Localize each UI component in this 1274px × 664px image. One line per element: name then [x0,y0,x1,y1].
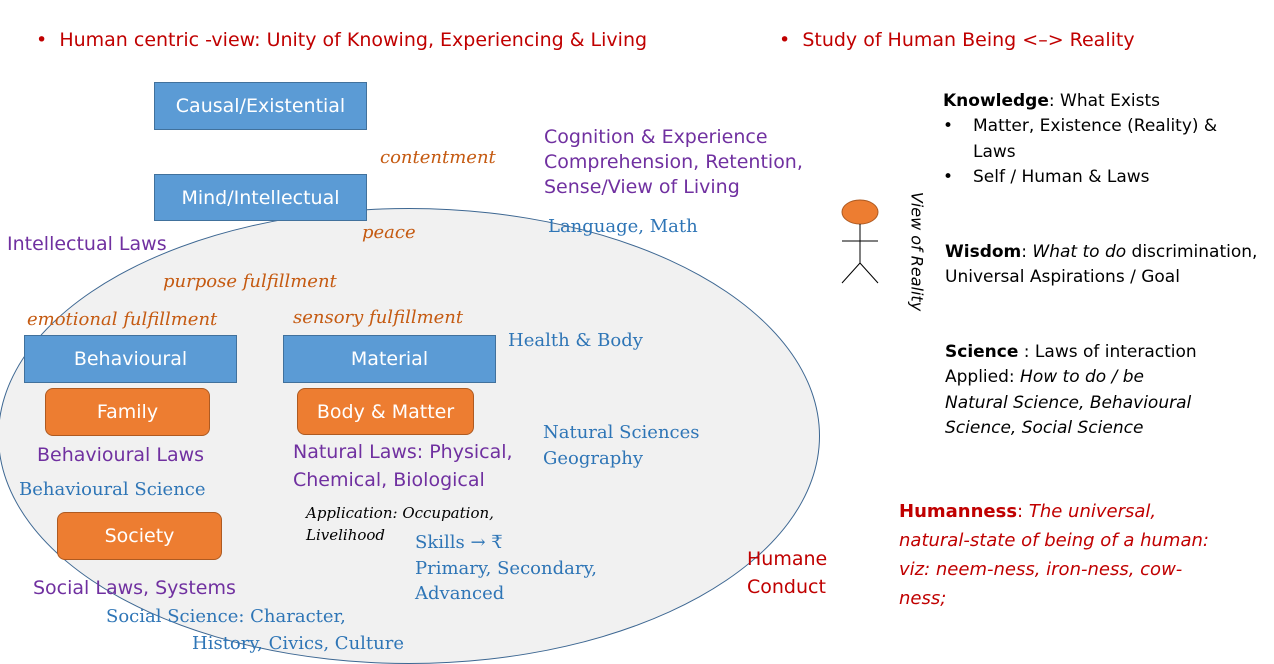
humane-conduct-line1: Humane [747,548,828,570]
science-text: : Laws of interaction [1018,342,1197,362]
cognition-line3: Sense/View of Living [544,176,740,198]
bullet-dot: • [943,116,954,136]
header-right-text: Study of Human Being <–> Reality [802,29,1135,51]
figure-leg-left [841,262,861,284]
wisdom-italic: What to do [1032,242,1127,262]
geography-label: Geography [543,448,644,469]
behavioural-box: Behavioural [24,335,237,383]
behavioural-laws-label: Behavioural Laws [37,444,205,466]
knowledge-item-1: • Matter, Existence (Reality) & [943,116,1217,136]
social-science-line1: Social Science: Character, [106,606,346,627]
wisdom-label: Wisdom [945,242,1022,262]
cognition-line2: Comprehension, Retention, [544,151,803,173]
cognition-line1: Cognition & Experience [544,126,768,148]
material-box: Material [283,335,496,383]
language-math-label: Language, Math [548,216,698,237]
science-line3: Natural Science, Behavioural [945,393,1192,413]
advanced-label: Advanced [415,583,505,604]
emotional-fulfillment-label: emotional fulfillment [27,309,218,330]
humanness-colon: : [1017,501,1029,522]
domain-ellipse [0,208,820,664]
knowledge-item-1a: Matter, Existence (Reality) & [973,116,1218,136]
wisdom-sep: : [1021,242,1033,262]
humanness-line2: natural-state of being of a human: [899,530,1209,551]
social-science-line2: History, Civics, Culture [192,633,405,654]
knowledge-item-2-text: Self / Human & Laws [973,167,1150,187]
knowledge-label: Knowledge [943,91,1049,111]
purpose-fulfillment-label: purpose fulfillment [163,271,337,292]
application-line2: Livelihood [306,526,386,544]
humanness-line3: viz: neem-ness, iron-ness, cow- [899,559,1183,580]
header-left: • Human centric -view: Unity of Knowing,… [36,29,647,51]
knowledge-item-1b: Laws [973,142,1016,162]
science-line4: Science, Social Science [945,418,1144,438]
applied-italic: How to do / be [1020,367,1144,387]
bullet-dot: • [779,29,791,51]
applied-label: Applied: [945,367,1021,387]
causal-existential-box: Causal/Existential [154,82,367,130]
skills-label: Skills → ₹ [415,532,503,553]
knowledge-heading: Knowledge: What Exists [943,91,1160,111]
contentment-label: contentment [380,147,496,168]
intellectual-laws-label: Intellectual Laws [7,233,167,255]
society-box: Society [57,512,222,560]
figure-leg-right [859,262,879,284]
knowledge-item-2: • Self / Human & Laws [943,167,1150,187]
figure-head [841,199,879,225]
stick-figure-icon [841,199,879,284]
humanness-line4: ness; [899,588,947,609]
view-of-reality-label: View of Reality [907,191,927,312]
health-body-label: Health & Body [508,330,643,351]
header-right: • Study of Human Being <–> Reality [779,29,1135,51]
primary-secondary-label: Primary, Secondary, [415,558,597,579]
behavioural-science-label: Behavioural Science [19,479,206,500]
wisdom-rest: discrimination, [1126,242,1258,262]
mind-intellectual-box: Mind/Intellectual [154,174,367,221]
bullet-dot: • [36,29,48,51]
humane-conduct-line2: Conduct [747,576,826,598]
sensory-fulfillment-label: sensory fulfillment [293,307,464,328]
science-line2: Applied: How to do / be [945,367,1144,387]
knowledge-text: : What Exists [1048,91,1160,111]
science-line1: Science : Laws of interaction [945,342,1197,362]
body-matter-box: Body & Matter [297,388,474,435]
application-line1: Application: Occupation, [306,504,494,522]
humanness-text-1: The universal, [1028,501,1157,522]
wisdom-line2: Universal Aspirations / Goal [945,267,1180,287]
bullet-dot: • [943,167,954,187]
science-label: Science [945,342,1019,362]
natural-laws-line1: Natural Laws: Physical, [293,441,513,463]
social-laws-label: Social Laws, Systems [33,577,236,599]
peace-label: peace [362,222,416,243]
humanness-label: Humanness [899,501,1018,522]
header-left-text: Human centric -view: Unity of Knowing, E… [59,29,648,51]
natural-laws-line2: Chemical, Biological [293,469,485,491]
wisdom-line1: Wisdom: What to do discrimination, [945,242,1257,262]
natural-sciences-label: Natural Sciences [543,422,700,443]
humanness-line1: Humanness: The universal, [899,501,1156,522]
family-box: Family [45,388,210,436]
